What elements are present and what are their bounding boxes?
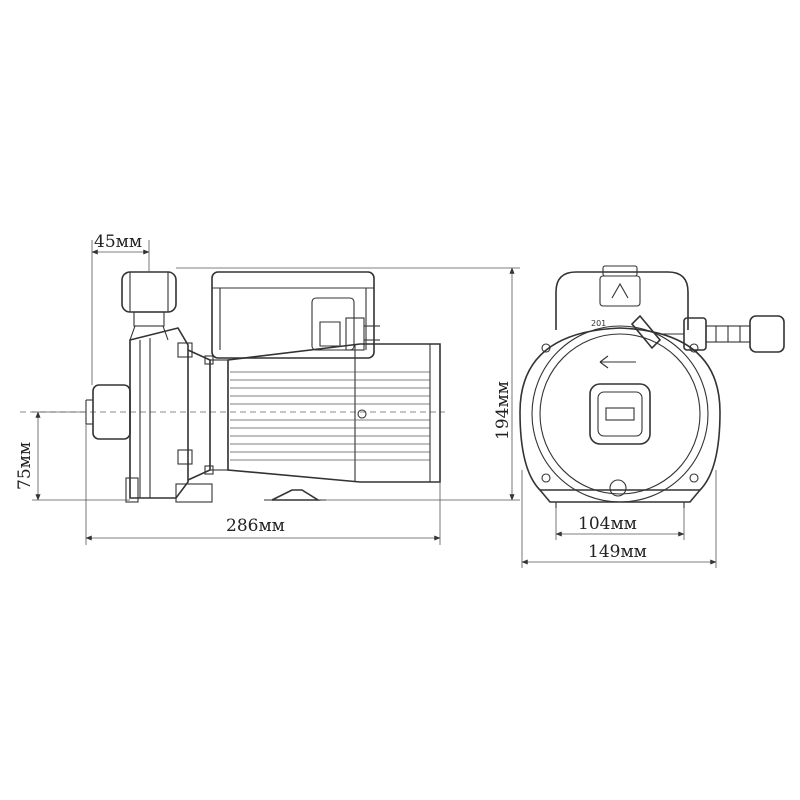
dimension-inlet-offset: 45мм	[91, 232, 150, 385]
power-cable	[630, 314, 785, 353]
dimension-total-length: 286мм	[85, 424, 441, 545]
terminal-box-front: 201	[555, 265, 689, 330]
dimension-base-width: 104мм	[555, 508, 685, 540]
dimension-label-base-width: 104мм	[578, 514, 637, 534]
pump-housing	[125, 327, 213, 503]
motor-body	[227, 343, 441, 483]
pump-body-front	[519, 325, 721, 503]
motor-flange	[187, 349, 229, 481]
terminal-box	[211, 271, 380, 359]
pump-side-view: 45мм 75мм 194мм 286мм	[15, 232, 520, 545]
base-foot	[264, 489, 326, 501]
dimension-front-width: 149мм	[521, 470, 717, 568]
model-code-label: 201	[591, 319, 606, 328]
dimension-label-front-width: 149мм	[588, 542, 647, 562]
dimension-total-height: 194мм	[176, 267, 520, 501]
cooling-fins	[230, 371, 430, 461]
pump-front-view: 201	[519, 265, 785, 568]
dimension-label-inlet-offset: 45мм	[94, 232, 142, 252]
dimension-axis-height: 75мм	[15, 411, 130, 501]
base-front	[539, 489, 701, 508]
dimension-label-total-length: 286мм	[226, 516, 285, 536]
dimension-label-total-height: 194мм	[493, 381, 513, 440]
dimension-label-axis-height: 75мм	[15, 442, 35, 490]
